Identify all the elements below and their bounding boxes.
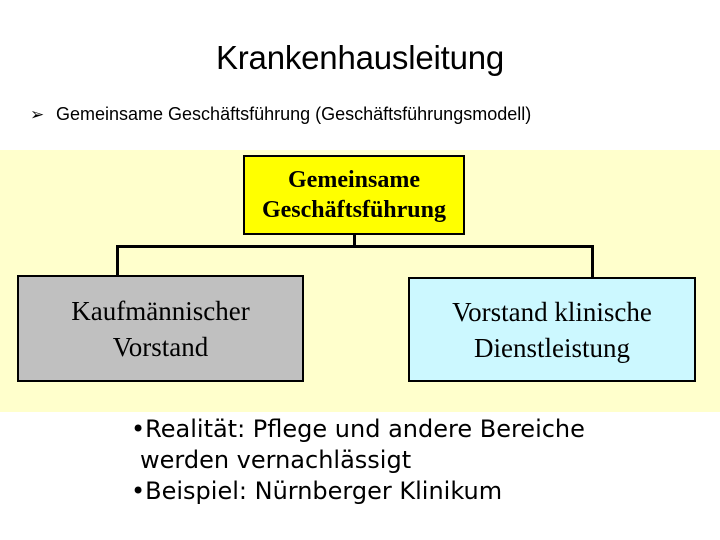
arrow-bullet-icon: ➢ bbox=[30, 105, 45, 124]
org-box-left-line1: Kaufmännischer bbox=[71, 295, 250, 326]
org-box-top-management: Gemeinsame Geschäftsführung bbox=[243, 155, 465, 235]
intro-bullet-row: ➢ Gemeinsame Geschäftsführung (Geschäfts… bbox=[30, 102, 531, 127]
note-line-example: •Beispiel: Nürnberger Klinikum bbox=[131, 477, 503, 505]
org-box-commercial-board: Kaufmännischer Vorstand bbox=[17, 275, 304, 382]
page-title: Krankenhausleitung bbox=[215, 39, 505, 76]
connector-drop-right bbox=[591, 245, 594, 278]
notes-block: •Realität: Pflege und andere Bereiche we… bbox=[131, 414, 585, 507]
org-box-right-line2: Dienstleistung bbox=[473, 332, 630, 363]
intro-bullet-text: Gemeinsame Geschäftsführung (Geschäftsfü… bbox=[56, 104, 532, 124]
org-box-clinical-board: Vorstand klinische Dienstleistung bbox=[408, 277, 696, 382]
connector-horizontal-bus bbox=[116, 245, 594, 248]
note-line-reality: •Realität: Pflege und andere Bereiche bbox=[131, 415, 585, 443]
connector-drop-left bbox=[116, 245, 119, 276]
org-box-top-line2: Geschäftsführung bbox=[261, 197, 447, 223]
org-box-top-line1: Gemeinsame bbox=[288, 167, 420, 193]
org-box-left-line2: Vorstand bbox=[112, 331, 209, 362]
org-box-right-line1: Vorstand klinische bbox=[452, 296, 652, 327]
connector-stem-vertical bbox=[353, 235, 356, 248]
note-line-reality-cont: werden vernachlässigt bbox=[140, 446, 412, 474]
